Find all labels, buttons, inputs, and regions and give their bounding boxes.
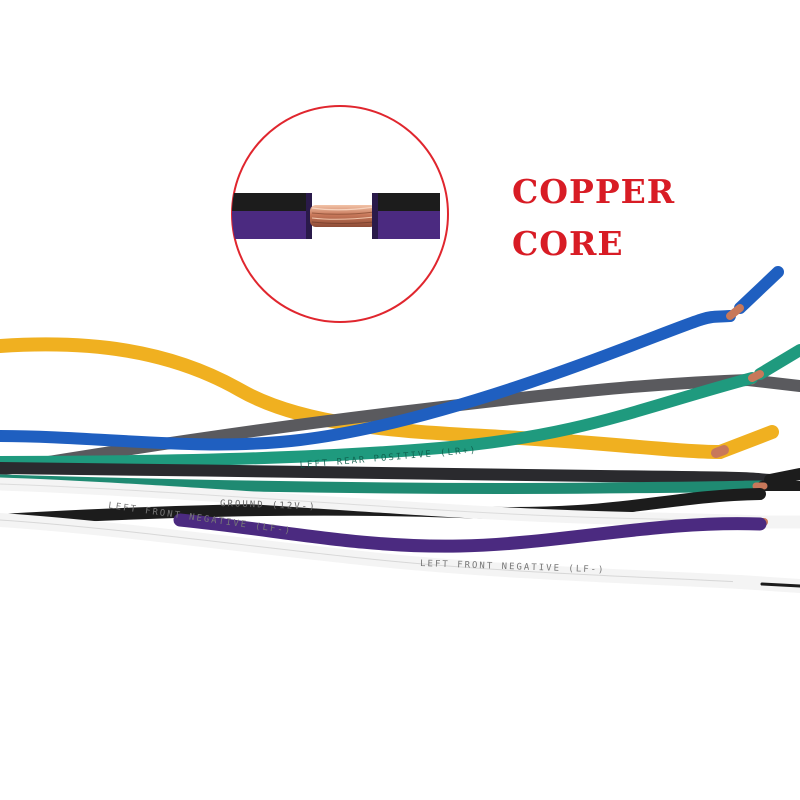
black-stripe-right [372,193,440,211]
gray-wire [0,374,754,476]
copper-core-caption: COPPER CORE [512,166,675,270]
purple-wire [173,513,767,553]
black-stripe-left [232,193,312,211]
caption-line-1: COPPER [512,172,676,211]
green-wire-lower [0,474,766,495]
green-wire [0,372,758,468]
caption-line-2: CORE [512,224,624,263]
black-wire-upper [0,462,776,486]
copper-strands [310,205,376,227]
copper-core-zoom-circle [231,105,449,323]
black-wire-print: GROUND (12V-) [220,499,317,512]
blue-wire [0,310,736,451]
